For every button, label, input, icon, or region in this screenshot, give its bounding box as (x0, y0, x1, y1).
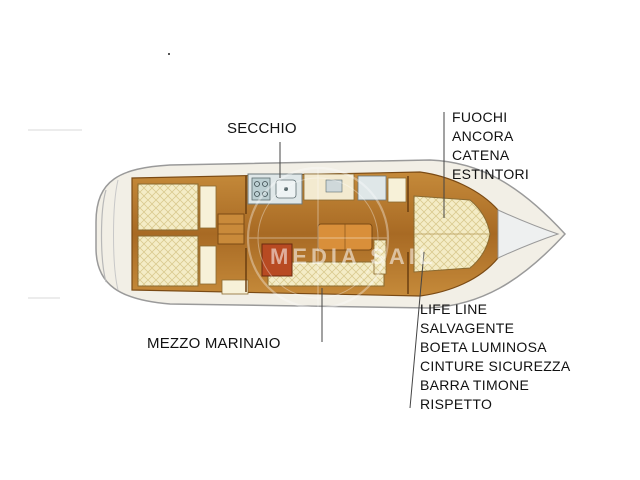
aft-berth-starboard (137, 183, 199, 231)
aft-locker (199, 245, 217, 285)
anchor-locker (497, 209, 560, 259)
transom-line (100, 189, 107, 283)
wheel-icon (246, 166, 390, 310)
label-secchio: SECCHIO (227, 120, 297, 137)
port-item: LIFE LINE (420, 301, 488, 317)
port-item: SALVAGENTE (420, 320, 515, 336)
bow-item: FUOCHI (452, 109, 508, 125)
head-compartment (357, 175, 387, 201)
port-item: RISPETTO (420, 396, 493, 412)
locker (221, 279, 249, 295)
port-item: BOETA LUMINOSA (420, 339, 547, 355)
saloon-seat (261, 243, 293, 277)
transom-line (113, 179, 119, 291)
callout-line-port (409, 251, 425, 409)
aft-berth-port (137, 235, 199, 287)
companionway-steps (217, 213, 245, 245)
bow-item: CATENA (452, 147, 510, 163)
locker (387, 177, 407, 203)
aft-locker (199, 185, 217, 229)
port-item: CINTURE SICUREZZA (420, 358, 571, 374)
dot-mark (168, 53, 170, 55)
port-equipment-list: LIFE LINE SALVAGENTE BOETA LUMINOSA CINT… (420, 300, 571, 414)
bow-item: ESTINTORI (452, 166, 530, 182)
bow-item: ANCORA (452, 128, 514, 144)
label-mezzo-marinaio: MEZZO MARINAIO (147, 335, 281, 352)
watermark-text: MEDIA SAIL (270, 244, 437, 269)
sink-icon (275, 179, 297, 199)
port-item: BARRA TIMONE (420, 377, 530, 393)
cooker-icon (251, 177, 271, 201)
bow-equipment-list: FUOCHI ANCORA CATENA ESTINTORI (452, 108, 529, 184)
